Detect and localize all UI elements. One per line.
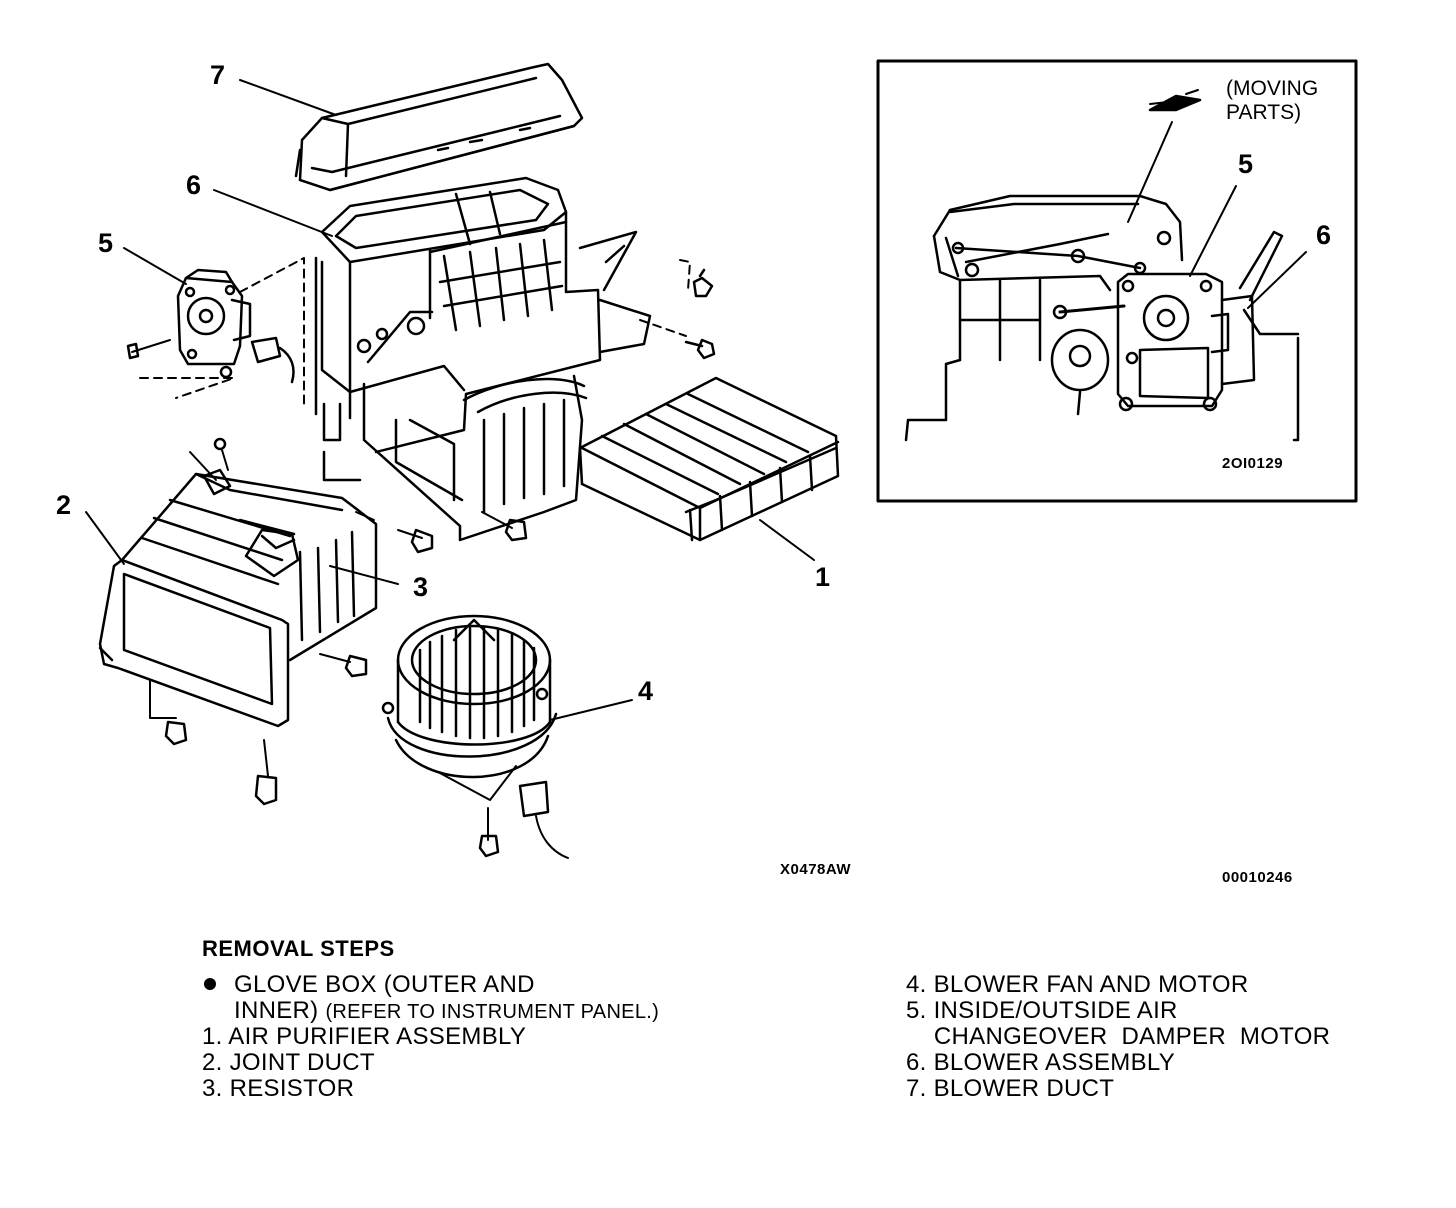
main-figure-code: X0478AW <box>780 861 852 878</box>
moving-parts-label: (MOVING PARTS) <box>1226 77 1318 125</box>
callout-2: 2 <box>56 490 72 520</box>
inset-detail <box>876 59 1358 503</box>
removal-steps-left: GLOVE BOX (OUTER AND INNER) (REFER TO IN… <box>202 972 659 1102</box>
step-item: 4. BLOWER FAN AND MOTOR <box>906 971 1249 998</box>
step-item: 3. RESISTOR <box>202 1075 355 1102</box>
step-item: 7. BLOWER DUCT <box>906 1075 1115 1102</box>
inset-figure-code: 2OI0129 <box>1222 455 1284 472</box>
callout-6: 6 <box>186 170 202 200</box>
blower-duct-part <box>294 62 584 192</box>
step-item: CHANGEOVER DAMPER MOTOR <box>906 1023 1331 1050</box>
moving-parts-line1: (MOVING <box>1226 77 1319 100</box>
moving-parts-line2: PARTS) <box>1226 101 1302 124</box>
callout-3: 3 <box>413 572 429 602</box>
callout-5: 5 <box>98 228 114 258</box>
pre-step-line2: INNER) (REFER TO INSTRUMENT PANEL.) <box>202 998 659 1024</box>
resistor-part <box>244 528 300 578</box>
bullet-icon <box>204 978 216 991</box>
step-item: 5. INSIDE/OUTSIDE AIR <box>906 997 1178 1024</box>
blower-motor-part <box>381 614 558 779</box>
pre-step-text2: INNER) <box>234 997 319 1024</box>
callout-1: 1 <box>815 562 831 592</box>
blower-assembly-part <box>314 176 652 542</box>
clip-part <box>692 268 714 298</box>
callout-4: 4 <box>638 676 654 706</box>
removal-steps-heading: REMOVAL STEPS <box>202 936 395 961</box>
damper-motor-part <box>176 268 295 384</box>
removal-steps-right: 4. BLOWER FAN AND MOTOR 5. INSIDE/OUTSID… <box>906 972 1330 1102</box>
air-purifier-part <box>578 376 840 542</box>
joint-duct-part <box>98 472 378 728</box>
pre-step-text1: GLOVE BOX (OUTER AND <box>234 971 535 998</box>
pre-step-note: (REFER TO INSTRUMENT PANEL.) <box>325 1001 660 1023</box>
step-item: 2. JOINT DUCT <box>202 1049 375 1076</box>
inset-callout-5: 5 <box>1238 149 1254 179</box>
step-item: 1. AIR PURIFIER ASSEMBLY <box>202 1023 527 1050</box>
pre-step-line1: GLOVE BOX (OUTER AND <box>202 972 659 998</box>
step-item: 6. BLOWER ASSEMBLY <box>906 1049 1176 1076</box>
screw-part <box>684 338 716 360</box>
callout-7: 7 <box>210 60 226 90</box>
inset-callout-6: 6 <box>1316 220 1332 250</box>
sheet-figure-code: 00010246 <box>1222 869 1293 886</box>
